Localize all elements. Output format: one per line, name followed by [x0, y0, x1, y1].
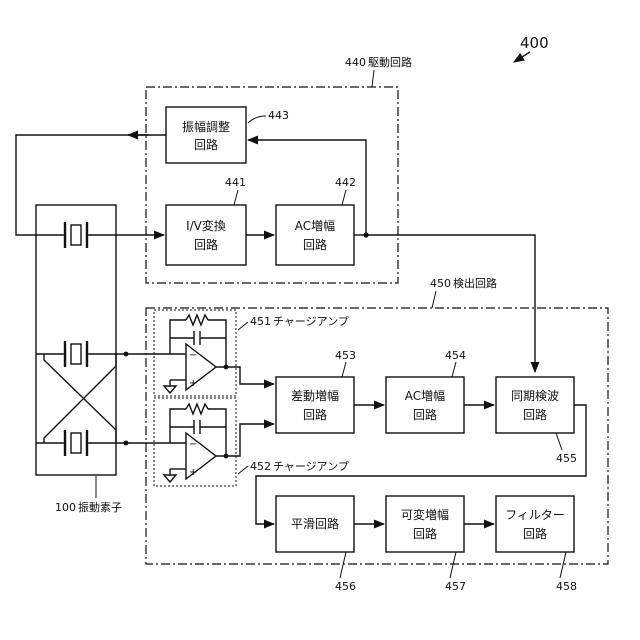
detect-circuit-ref: 450: [430, 277, 451, 290]
diff-amp-block: 差動増幅 回路 453: [276, 349, 356, 433]
smoothing-ref: 456: [335, 580, 356, 593]
filter-block: フィルター 回路 458: [496, 496, 577, 593]
vibrator-element: 100 振動素子: [36, 205, 122, 514]
iv-convert-block: I/V変換 回路 441: [166, 176, 246, 265]
ac-amp-drive-label-1: AC増幅: [295, 218, 335, 233]
variable-amp-label-2: 回路: [413, 526, 437, 541]
ac-amp-detect-label-1: AC増幅: [405, 388, 445, 403]
svg-text:−: −: [189, 439, 197, 450]
diff-amp-label-2: 回路: [303, 407, 327, 422]
diff-amp-ref: 453: [335, 349, 356, 362]
wire-ca1-to-diff: [216, 367, 274, 384]
iv-convert-box: [166, 205, 246, 265]
figure-reference: 400: [514, 34, 549, 62]
iv-convert-ref: 441: [225, 176, 246, 189]
ac-amp-drive-box: [276, 205, 354, 265]
iv-convert-label-1: I/V変換: [186, 218, 226, 233]
ac-amp-detect-label-2: 回路: [413, 407, 437, 422]
diff-amp-box: [276, 377, 354, 433]
sync-detect-block: 同期検波 回路 455: [496, 377, 577, 465]
vibrator-name: 振動素子: [78, 500, 122, 514]
sense-resonator-1: [65, 341, 87, 367]
variable-amp-ref: 457: [445, 580, 466, 593]
sync-detect-ref: 455: [556, 452, 577, 465]
amplitude-adjust-box: [166, 107, 246, 163]
smoothing-label: 平滑回路: [291, 516, 339, 531]
charge-amp-2-resistor: [186, 404, 208, 414]
ac-amp-detect-ref: 454: [445, 349, 466, 362]
charge-amp-1-ref: 451: [250, 315, 271, 328]
cross-wire-b: [44, 354, 116, 443]
iv-convert-label-2: 回路: [194, 237, 218, 252]
smoothing-block: 平滑回路 456: [276, 496, 356, 593]
ac-amp-detect-block: AC増幅 回路 454: [386, 349, 466, 433]
sync-detect-box: [496, 377, 574, 433]
ac-amp-drive-block: AC増幅 回路 442: [276, 176, 356, 265]
sync-detect-label-2: 回路: [523, 407, 547, 422]
filter-label-2: 回路: [523, 526, 547, 541]
charge-amp-2-ground: [164, 469, 176, 482]
diff-amp-label-1: 差動増幅: [291, 388, 339, 403]
charge-amp-1-leader: [238, 322, 248, 330]
amplitude-adjust-label-2: 回路: [194, 137, 218, 152]
wire-adjust-to-drive-electrode: [16, 135, 166, 235]
ac-amp-drive-label-2: 回路: [303, 237, 327, 252]
charge-amp-1-ground: [164, 380, 176, 393]
svg-text:+: +: [189, 467, 197, 478]
amplitude-adjust-block: 振幅調整 回路 443: [166, 107, 289, 163]
filter-label-1: フィルター: [505, 508, 565, 522]
charge-amp-2-capacitor: [170, 420, 226, 434]
variable-amp-leader: [450, 552, 456, 578]
detect-circuit-leader: [432, 291, 436, 308]
charge-amp-1-name: チャージアンプ: [273, 315, 349, 328]
figure-pointer-arrow: [514, 52, 530, 62]
wire-ca2-to-diff: [216, 424, 274, 456]
sense-resonator-2: [65, 430, 87, 456]
smoothing-leader: [340, 552, 346, 578]
sync-detect-label-1: 同期検波: [511, 389, 559, 403]
variable-amp-box: [386, 496, 464, 552]
charge-amp-1-resistor: [186, 315, 208, 325]
ac-amp-drive-leader: [342, 190, 346, 205]
ac-amp-drive-ref: 442: [335, 176, 356, 189]
filter-box: [496, 496, 574, 552]
svg-text:+: +: [189, 378, 197, 389]
vibrator-ref: 100: [55, 501, 76, 514]
charge-amp-2-leader: [238, 466, 248, 474]
filter-ref: 458: [556, 580, 577, 593]
iv-convert-leader: [234, 190, 238, 205]
drive-circuit-ref: 440: [345, 56, 366, 69]
amplitude-adjust-ref: 443: [268, 109, 289, 122]
detect-circuit: 450 検出回路 − + 451 チャージアンプ: [116, 276, 608, 593]
drive-circuit-leader: [372, 70, 374, 87]
amplitude-adjust-leader: [248, 116, 266, 123]
cross-wire-a: [44, 354, 116, 443]
variable-amp-block: 可変増幅 回路 457: [386, 496, 466, 593]
amplitude-adjust-label-1: 振幅調整: [182, 119, 230, 134]
drive-resonator: [65, 222, 87, 248]
charge-amp-2-ref: 452: [250, 460, 271, 473]
ac-amp-detect-box: [386, 377, 464, 433]
charge-amp-2-name: チャージアンプ: [273, 460, 349, 473]
charge-amp-1-capacitor: [170, 331, 226, 345]
detect-circuit-name: 検出回路: [453, 276, 497, 290]
sync-detect-leader: [556, 433, 562, 450]
ac-amp-detect-leader: [452, 362, 456, 377]
figure-number: 400: [520, 34, 549, 52]
drive-circuit-name: 駆動回路: [368, 55, 412, 69]
filter-leader: [560, 552, 566, 578]
diff-amp-leader: [342, 362, 346, 377]
svg-text:−: −: [189, 350, 197, 361]
variable-amp-label-1: 可変増幅: [401, 507, 449, 522]
